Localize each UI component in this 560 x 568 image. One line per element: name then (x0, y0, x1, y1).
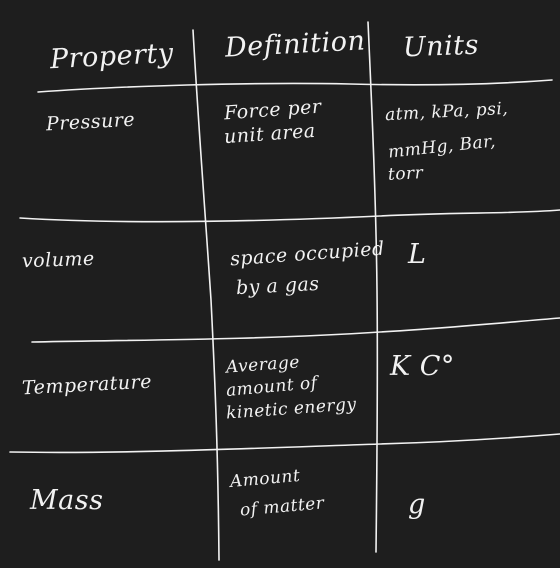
row-mass-property: Mass (30, 485, 104, 516)
header-underline (37, 79, 553, 93)
row-pressure-units-line-3: torr (387, 163, 424, 185)
header-property: Property (49, 37, 175, 76)
row-volume-units: L (408, 239, 427, 270)
row-temperature-units: K C° (390, 351, 455, 382)
row-volume-definition-line-2: by a gas (235, 272, 321, 300)
row-divider-3 (9, 433, 560, 454)
row-volume-property: volume (21, 247, 96, 273)
row-divider-2 (31, 317, 560, 343)
column-divider-1 (192, 29, 220, 561)
row-mass-units: g (408, 489, 426, 520)
column-divider-2 (367, 21, 379, 553)
header-units: Units (402, 29, 480, 64)
row-divider-1 (19, 209, 560, 223)
